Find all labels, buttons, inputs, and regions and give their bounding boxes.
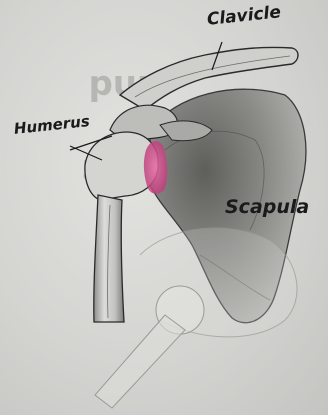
scapula-label: Scapula [225, 196, 309, 218]
glenohumeral-joint-highlight [144, 141, 167, 194]
humerus-shaft [94, 195, 124, 322]
ghost-rod [95, 315, 185, 408]
